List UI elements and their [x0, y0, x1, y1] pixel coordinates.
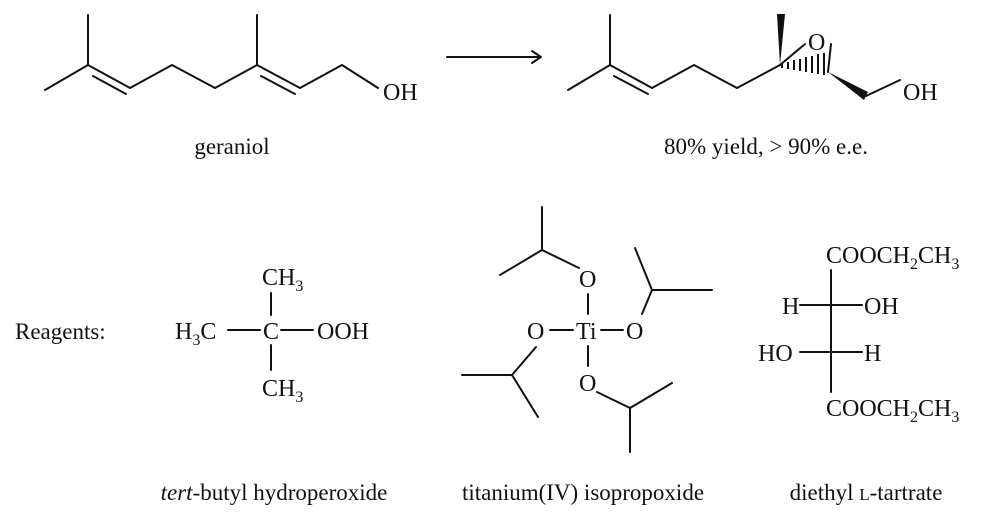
geraniol-double-bond-2 — [260, 75, 296, 95]
tbhp-name: tert-butyl hydroperoxide — [161, 480, 388, 505]
isopropyl-top-right — [641, 289, 713, 315]
product-caption: 80% yield, > 90% e.e. — [664, 134, 868, 159]
product-ch2-wedge — [828, 72, 868, 100]
product-ch2-o-bond — [865, 79, 901, 97]
epoxide-ring-o-c — [827, 43, 832, 73]
geraniol-skeleton — [44, 64, 379, 91]
tartrate-top-ester: COOCH2CH3 — [826, 243, 959, 273]
product-double-bond — [613, 75, 649, 95]
isopropyl-left — [461, 346, 537, 376]
epoxide-o-label: O — [808, 30, 825, 56]
geraniol-name: geraniol — [194, 134, 269, 159]
ti-o-bottom: O — [579, 371, 596, 397]
product-methyl-wedge — [777, 14, 785, 65]
tartrate-ho-bottom: HO — [758, 341, 793, 367]
tbhp-central-carbon: C — [263, 319, 279, 345]
reagents-heading: Reagents: — [15, 319, 106, 344]
ti-name: titanium(IV) isopropoxide — [462, 480, 704, 505]
ti-o-right: O — [626, 319, 643, 345]
titanium-isopropoxide-structure: Ti O O O O — [461, 206, 713, 453]
tartrate-h-bottom: H — [864, 341, 881, 367]
product-skeleton — [567, 64, 781, 91]
geraniol-structure: OH — [44, 14, 418, 106]
geraniol-oh-label: OH — [383, 80, 418, 106]
ti-o-left: O — [527, 319, 544, 345]
tbhp-bottom-methyl: CH3 — [262, 376, 303, 406]
ti-center-label: Ti — [576, 319, 597, 345]
isopropyl-bottom — [596, 382, 673, 409]
ti-o-top: O — [579, 267, 596, 293]
tbhp-left-methyl: H3C — [175, 319, 216, 349]
geraniol-double-bond-1 — [92, 75, 127, 95]
tbhp-top-methyl: CH3 — [262, 265, 303, 295]
tartrate-name: diethyl L-tartrate — [790, 480, 943, 505]
tartrate-bottom-ester: COOCH2CH3 — [826, 396, 959, 426]
epoxide-product-structure: O OH — [567, 14, 938, 106]
isopropyl-top-left — [499, 249, 580, 276]
product-oh-label: OH — [903, 80, 938, 106]
reaction-arrow — [446, 50, 542, 64]
tbhp-ooh-group: OOH — [317, 319, 369, 345]
tbhp-structure: CH3 H3C C OOH CH3 — [175, 265, 369, 406]
tartrate-oh-top: OH — [864, 294, 899, 320]
epoxide-ring-c-o — [779, 43, 806, 66]
tartrate-structure: COOCH2CH3 H OH HO H COOCH2CH3 — [758, 243, 959, 426]
epoxide-ring-hashed-bond — [781, 53, 825, 75]
tartrate-h-top: H — [782, 294, 799, 320]
